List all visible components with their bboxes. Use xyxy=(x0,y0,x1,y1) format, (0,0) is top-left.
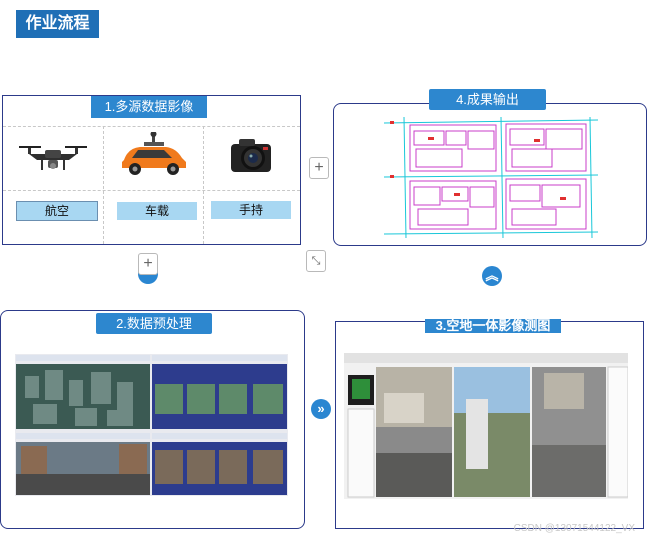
up-arrow-icon: ︽ xyxy=(482,266,502,286)
add-button-2[interactable]: + xyxy=(138,253,158,275)
result-output-title: 4.成果输出 xyxy=(429,89,546,110)
source-cell-vehicle: 车载 xyxy=(103,126,204,244)
cadastral-map-image xyxy=(384,117,598,238)
right-arrow-icon: » xyxy=(311,399,331,419)
preprocessing-title: 2.数据预处理 xyxy=(96,313,212,334)
page-title: 作业流程 xyxy=(16,10,99,38)
mapping-screenshot xyxy=(344,353,628,499)
drone-icon xyxy=(17,140,89,174)
add-button[interactable]: + xyxy=(309,157,329,179)
source-label-vehicle: 车载 xyxy=(117,202,197,220)
source-cell-aerial: 航空 xyxy=(3,126,104,244)
preprocessing-screenshot xyxy=(15,354,288,496)
multi-source-panel: 1.多源数据影像 航空 xyxy=(2,95,301,245)
mapping-title: 3.空地一体影像测图 xyxy=(425,319,561,333)
camera-icon xyxy=(229,136,273,174)
source-label-handheld: 手持 xyxy=(211,201,291,219)
source-label-aerial: 航空 xyxy=(16,201,98,221)
source-cell-handheld: 手持 xyxy=(203,126,300,244)
car-icon xyxy=(118,132,190,178)
expand-button[interactable]: ⤡ xyxy=(306,250,326,272)
watermark-text: CSDN @13071544122_VX xyxy=(514,523,635,534)
multi-source-title: 1.多源数据影像 xyxy=(91,96,207,118)
